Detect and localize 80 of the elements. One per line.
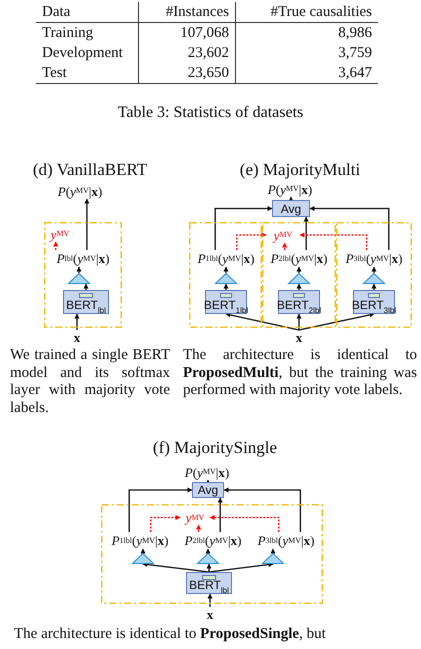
output-label: P(y$^{MV}$|x)	[258, 181, 322, 197]
description-text: The architecture is identical to ProposedMulti, but the training was performed with majority vote labels.	[183, 347, 417, 400]
softmax-triangle	[132, 553, 154, 564]
arrow	[218, 498, 223, 532]
column-header: #True causalities	[236, 2, 378, 22]
arrow	[296, 314, 302, 330]
description-text: We trained a single BERT model and its softmax layer with majority vote labels.	[10, 347, 170, 418]
dashed-frame	[189, 222, 262, 328]
arrow	[304, 216, 309, 250]
input-label: x	[292, 330, 306, 344]
input-label: x	[70, 330, 84, 344]
table-cell: Development	[36, 43, 138, 63]
arrow	[206, 480, 210, 484]
arrow	[140, 548, 146, 554]
column-header: Data	[36, 2, 138, 22]
table-cell: 23,650	[138, 63, 236, 84]
dashed-frame	[44, 222, 122, 328]
target-label: y$^{MV}$	[180, 510, 210, 525]
average-box: Avg	[192, 482, 224, 498]
arrow	[270, 548, 276, 554]
table-cell: Test	[36, 63, 138, 84]
table-cell: 23,602	[138, 43, 236, 63]
arrow	[76, 266, 82, 273]
table-cell: Training	[36, 22, 138, 43]
dashed-frame	[101, 504, 323, 604]
table-cell: 107,068	[138, 22, 236, 43]
arrow	[224, 488, 302, 532]
softmax-triangle	[197, 553, 219, 564]
model-box: BERT$_{lbl}$	[63, 290, 109, 314]
arrow	[226, 312, 300, 331]
table-cell: 3,647	[236, 63, 378, 84]
average-box: Avg	[272, 200, 310, 217]
arrow	[142, 562, 210, 573]
table-caption: Table 3: Statistics of datasets	[116, 104, 304, 122]
arrow	[310, 206, 390, 250]
arrow	[296, 266, 302, 273]
target-label: y$^{MV}$	[46, 226, 74, 242]
arrow	[372, 266, 376, 273]
arrow	[74, 314, 80, 330]
arrow	[196, 524, 202, 532]
output-label: P(y$^{MV}$|x)	[45, 183, 115, 199]
arrow	[224, 266, 228, 273]
output-label: P(y$^{MV}$|x)	[177, 464, 237, 480]
softmax-triangle	[68, 273, 90, 284]
arrow	[208, 594, 212, 607]
softmax-triangle	[288, 273, 310, 284]
arrow	[296, 284, 302, 290]
arrow	[206, 548, 210, 554]
panel-title: (f) MajoritySingle	[152, 438, 278, 458]
arrow	[298, 312, 374, 331]
model-box: BERT$_{lbl}$	[186, 572, 232, 594]
target-label: y$^{MV}$	[266, 227, 300, 243]
arrow	[282, 242, 288, 250]
panel-title: (d) VanillaBERT	[32, 160, 148, 180]
arrow	[84, 284, 88, 290]
arrow	[288, 196, 294, 202]
softmax-triangle	[215, 273, 237, 284]
softmax-triangle	[363, 273, 385, 284]
arrow	[236, 232, 266, 250]
table-cell: 3,759	[236, 43, 378, 63]
arrow	[300, 232, 368, 250]
input-label: x	[203, 607, 217, 621]
dashed-frame	[262, 222, 336, 328]
arrow	[210, 515, 280, 532]
description-text: The architecture is identical to ProposedSingle, but	[14, 626, 327, 644]
arrow	[208, 562, 274, 573]
arrow	[224, 284, 228, 290]
softmax-triangle	[262, 553, 284, 564]
arrow	[128, 488, 192, 532]
panel-title: (e) MajorityMulti	[238, 160, 362, 180]
arrow	[206, 564, 212, 572]
arrow	[84, 198, 90, 250]
probability-label: P$^{lbl}$(y$^{MV}$|x)	[44, 250, 122, 267]
column-header: #Instances	[138, 2, 236, 22]
dashed-frame	[336, 222, 412, 328]
table-cell: 8,986	[236, 22, 378, 43]
arrow	[53, 242, 58, 250]
arrow	[150, 515, 180, 532]
arrow	[214, 206, 272, 250]
arrow	[372, 284, 376, 290]
